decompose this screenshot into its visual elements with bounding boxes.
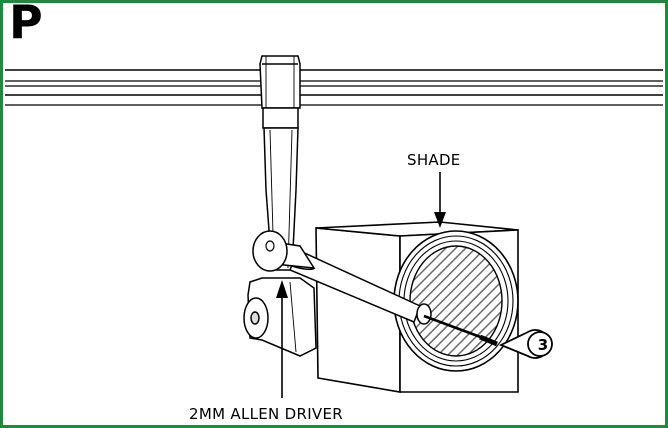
track-adapter xyxy=(259,55,301,109)
panel-letter: P xyxy=(9,0,43,49)
driver-arrow xyxy=(276,280,288,398)
fixture-illustration xyxy=(5,55,663,398)
allen-driver xyxy=(423,314,498,347)
callout-number: 3 xyxy=(537,336,549,354)
shade xyxy=(393,230,519,372)
adjustment-knob xyxy=(252,230,316,272)
track-rail xyxy=(5,69,663,106)
allen-driver-label: 2MM ALLEN DRIVER xyxy=(189,405,343,423)
shade-label: SHADE xyxy=(407,151,461,169)
shade-arrow xyxy=(434,172,446,228)
callout-marker xyxy=(498,329,553,359)
